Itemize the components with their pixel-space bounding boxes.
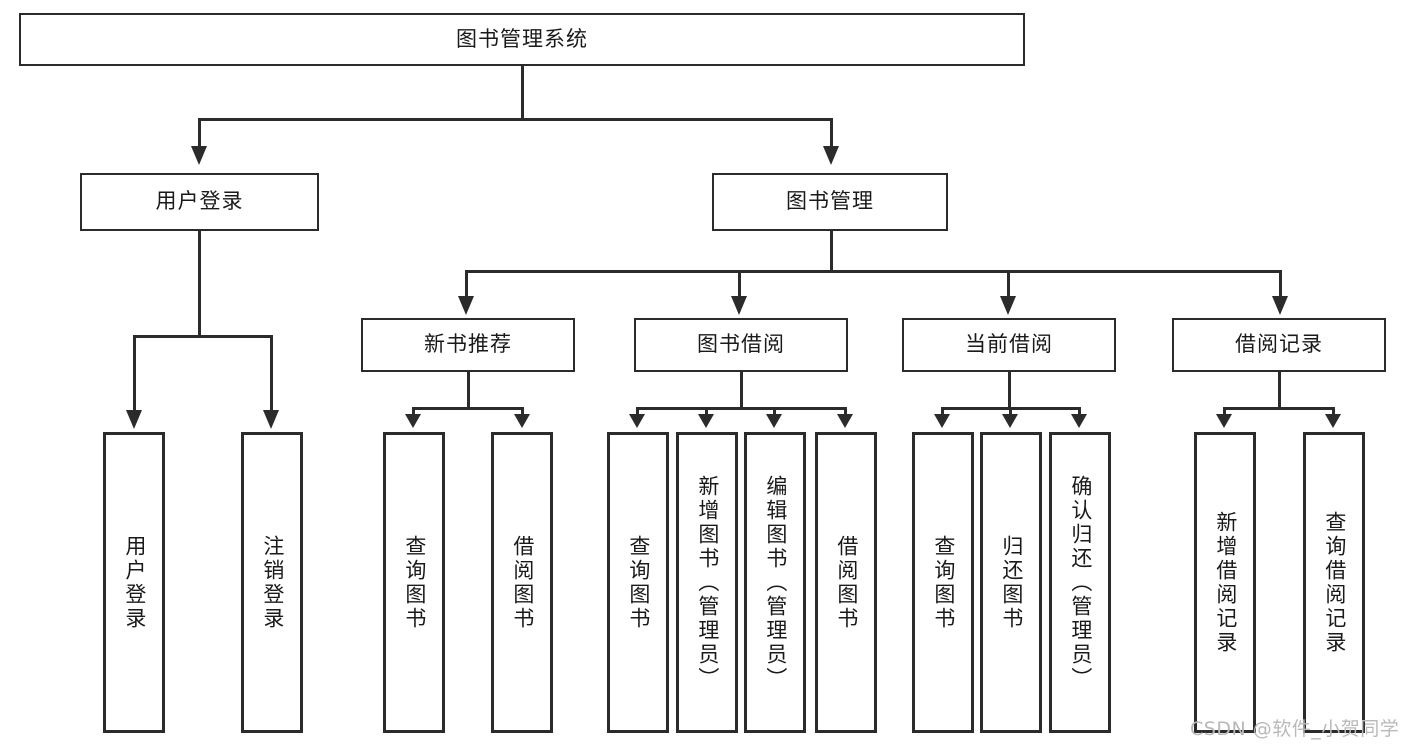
leaf-label: 确认归还（管理员） (1068, 474, 1093, 691)
leaf-book-borrow-edit[interactable]: 编辑图书（管理员） (744, 432, 806, 733)
connector-bm-to-new-book (465, 270, 468, 298)
node-label: 用户登录 (155, 189, 244, 214)
node-root-book-management-system[interactable]: 图书管理系统 (19, 13, 1025, 66)
connector-bb-to-leaf-4 (844, 407, 847, 415)
connector-cb-to-leaf-3 (1078, 407, 1081, 415)
connector-root-bar (198, 118, 833, 121)
arrow-bm-to-borrow-records (1272, 296, 1288, 315)
leaf-label: 查询借阅记录 (1322, 510, 1347, 655)
node-current-borrow[interactable]: 当前借阅 (902, 318, 1116, 372)
node-book-management[interactable]: 图书管理 (712, 173, 948, 231)
leaf-label: 注销登录 (260, 534, 285, 631)
connector-new-book-stem (467, 372, 470, 410)
connector-current-borrow-stem (1008, 372, 1011, 410)
node-label: 图书管理系统 (456, 26, 588, 51)
arrow-cb-to-leaf-2 (1002, 414, 1018, 428)
connector-root-to-book-management (830, 118, 833, 148)
leaf-label: 借阅图书 (834, 534, 859, 631)
leaf-current-borrow-query[interactable]: 查询图书 (912, 432, 974, 733)
leaf-label: 查询图书 (931, 534, 956, 631)
leaf-new-book-borrow[interactable]: 借阅图书 (491, 432, 553, 733)
leaf-label: 编辑图书（管理员） (763, 474, 788, 691)
arrow-cb-to-leaf-1 (934, 414, 950, 428)
arrow-user-login-to-leaf-2 (263, 410, 279, 429)
arrow-bm-to-current-borrow (1000, 296, 1016, 315)
leaf-label: 查询图书 (402, 534, 427, 631)
connector-new-book-bar (412, 407, 524, 410)
node-user-login[interactable]: 用户登录 (80, 173, 319, 231)
leaf-current-borrow-return[interactable]: 归还图书 (980, 432, 1042, 733)
connector-book-management-stem (830, 231, 833, 272)
connector-cb-to-leaf-2 (1009, 407, 1012, 415)
arrow-cb-to-leaf-3 (1071, 414, 1087, 428)
leaf-user-login-signout[interactable]: 注销登录 (241, 432, 303, 733)
connector-book-borrow-stem (740, 372, 743, 410)
arrow-new-book-to-leaf-2 (514, 414, 530, 428)
connector-bb-to-leaf-3 (773, 407, 776, 415)
leaf-label: 借阅图书 (510, 534, 535, 631)
connector-user-login-to-leaf-2 (270, 335, 273, 412)
connector-br-to-leaf-2 (1332, 407, 1335, 415)
arrow-root-to-book-management (823, 146, 839, 165)
arrow-bb-to-leaf-1 (629, 414, 645, 428)
connector-new-book-to-leaf-2 (521, 407, 524, 415)
connector-br-to-leaf-1 (1223, 407, 1226, 415)
leaf-label: 用户登录 (122, 534, 147, 631)
connector-root-to-user-login (198, 118, 201, 148)
node-label: 图书借阅 (697, 332, 785, 357)
connector-new-book-to-leaf-1 (412, 407, 415, 415)
arrow-br-to-leaf-2 (1325, 414, 1341, 428)
leaf-book-borrow-query[interactable]: 查询图书 (607, 432, 669, 733)
connector-bb-to-leaf-2 (705, 407, 708, 415)
node-book-borrow[interactable]: 图书借阅 (634, 318, 848, 372)
connector-user-login-bar (133, 335, 273, 338)
leaf-user-login-signin[interactable]: 用户登录 (103, 432, 165, 733)
node-label: 借阅记录 (1235, 332, 1323, 357)
leaf-label: 查询图书 (626, 534, 651, 631)
connector-borrow-records-stem (1278, 372, 1281, 410)
connector-bm-to-borrow-records (1279, 270, 1282, 298)
leaf-book-borrow-lend[interactable]: 借阅图书 (815, 432, 877, 733)
connector-bm-to-current-borrow (1007, 270, 1010, 298)
connector-user-login-stem (198, 231, 201, 337)
connector-borrow-records-bar (1223, 407, 1335, 410)
arrow-new-book-to-leaf-1 (405, 414, 421, 428)
arrow-bb-to-leaf-2 (698, 414, 714, 428)
arrow-bb-to-leaf-3 (766, 414, 782, 428)
connector-book-management-bar (465, 270, 1282, 273)
node-label: 新书推荐 (424, 332, 512, 357)
arrow-br-to-leaf-1 (1216, 414, 1232, 428)
leaf-book-borrow-add[interactable]: 新增图书（管理员） (676, 432, 738, 733)
arrow-bm-to-book-borrow (731, 296, 747, 315)
arrow-user-login-to-leaf-1 (126, 410, 142, 429)
leaf-borrow-records-add[interactable]: 新增借阅记录 (1194, 432, 1256, 733)
node-label: 当前借阅 (965, 332, 1053, 357)
connector-cb-to-leaf-1 (941, 407, 944, 415)
arrow-bm-to-new-book (458, 296, 474, 315)
leaf-borrow-records-query[interactable]: 查询借阅记录 (1303, 432, 1365, 733)
connector-bb-to-leaf-1 (636, 407, 639, 415)
leaf-current-borrow-confirm-return[interactable]: 确认归还（管理员） (1049, 432, 1111, 733)
node-borrow-records[interactable]: 借阅记录 (1172, 318, 1386, 372)
leaf-label: 新增借阅记录 (1213, 510, 1238, 655)
csdn-watermark: CSDN @软件_小贺同学 (1190, 718, 1400, 740)
connector-book-borrow-bar (636, 407, 847, 410)
leaf-new-book-query[interactable]: 查询图书 (383, 432, 445, 733)
connector-bm-to-book-borrow (738, 270, 741, 298)
connector-user-login-to-leaf-1 (133, 335, 136, 412)
node-label: 图书管理 (786, 189, 874, 214)
connector-root-stem (521, 66, 524, 118)
leaf-label: 新增图书（管理员） (695, 474, 720, 691)
node-new-book-recommend[interactable]: 新书推荐 (361, 318, 575, 372)
arrow-bb-to-leaf-4 (837, 414, 853, 428)
leaf-label: 归还图书 (999, 534, 1024, 631)
arrow-root-to-user-login (191, 146, 207, 165)
